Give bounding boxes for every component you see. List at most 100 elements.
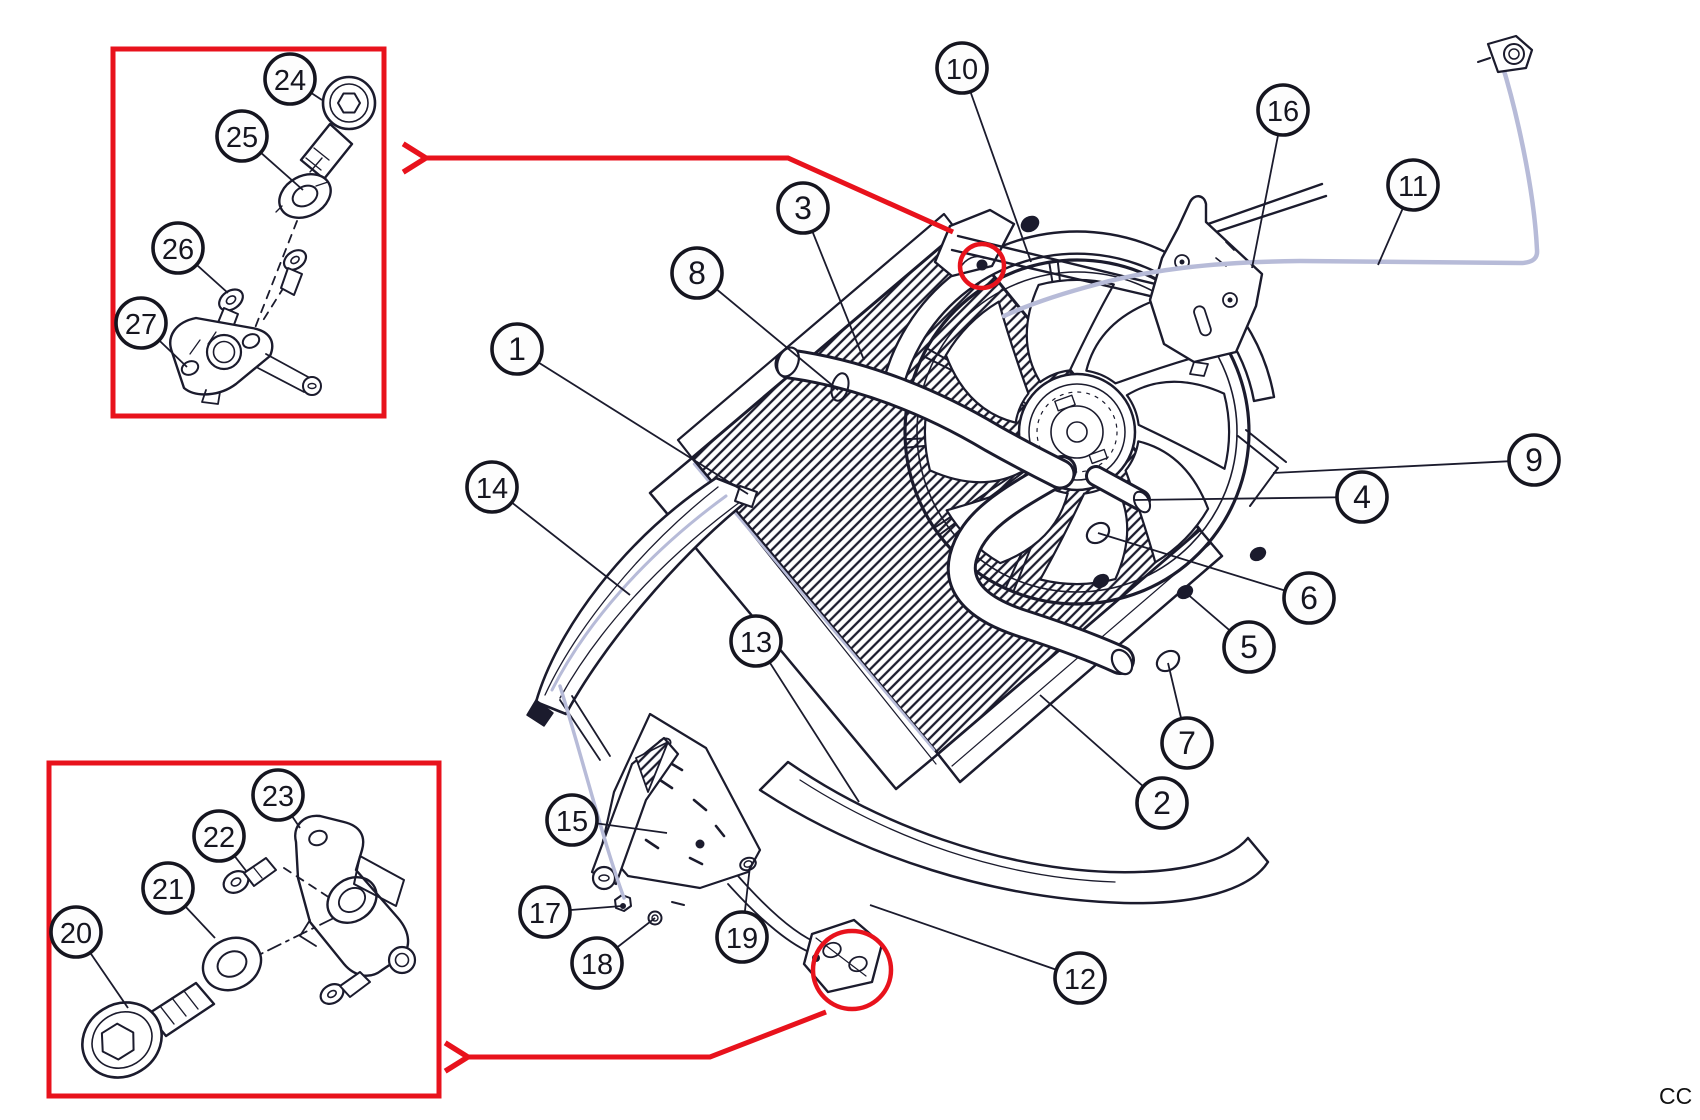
callout-7: 7	[1160, 716, 1214, 770]
foot-bracket	[802, 918, 884, 994]
lower-hose	[946, 455, 1135, 676]
svg-text:7: 7	[1178, 725, 1196, 761]
svg-text:8: 8	[688, 255, 706, 291]
svg-text:9: 9	[1525, 442, 1543, 478]
callout-19: 19	[715, 910, 769, 964]
fan-blade	[1125, 380, 1231, 470]
callout-14: 14	[465, 460, 519, 514]
callout-21: 21	[141, 861, 195, 915]
svg-text:21: 21	[152, 874, 184, 906]
callout-8: 8	[670, 246, 724, 300]
svg-text:14: 14	[476, 473, 508, 505]
small-fasteners	[614, 894, 685, 926]
hose-clamp	[1155, 649, 1181, 673]
wire-harness	[558, 34, 1540, 900]
callout-11: 11	[1386, 158, 1440, 212]
bolt-24	[299, 75, 377, 181]
assembly-axis	[261, 286, 285, 323]
callout-3: 3	[776, 181, 830, 235]
callout-9: 9	[1507, 433, 1561, 487]
inset-detail-top	[169, 75, 377, 405]
callout-1: 1	[490, 322, 544, 376]
bracket-27	[169, 316, 322, 405]
fan-blade	[1039, 480, 1129, 586]
svg-text:13: 13	[740, 627, 772, 659]
bolt-22b	[319, 971, 371, 1005]
svg-text:26: 26	[162, 234, 194, 266]
duct-clip	[526, 699, 554, 727]
callout-24: 24	[263, 52, 317, 106]
washer-21	[201, 936, 263, 992]
svg-text:22: 22	[203, 822, 235, 854]
bolt-26b	[280, 249, 308, 296]
main-assembly-drawing	[526, 34, 1540, 994]
callout-13: 13	[729, 614, 783, 668]
callout-15: 15	[545, 793, 599, 847]
bolt-20	[81, 981, 216, 1079]
svg-text:1: 1	[508, 331, 526, 367]
svg-text:24: 24	[274, 65, 306, 97]
bolt	[1249, 546, 1267, 562]
svg-text:15: 15	[556, 806, 588, 838]
svg-text:27: 27	[125, 309, 157, 341]
bracket-23	[294, 814, 417, 977]
callout-2: 2	[1135, 776, 1189, 830]
callout-20: 20	[49, 905, 103, 959]
bolt	[1092, 573, 1110, 589]
callout-23: 23	[251, 768, 305, 822]
callout-balloons: 1234567891011121314151617181920212223242…	[49, 41, 1561, 1009]
left-duct	[526, 476, 758, 727]
red-annotations	[46, 46, 1007, 1099]
hose-clamp	[1085, 521, 1111, 545]
svg-text:23: 23	[262, 781, 294, 813]
callout-18: 18	[570, 936, 624, 990]
svg-text:10: 10	[946, 54, 978, 86]
svg-text:18: 18	[581, 949, 613, 981]
mount-bolt	[1020, 215, 1040, 233]
inset-box	[46, 760, 442, 1099]
watermark: CC	[1659, 1083, 1692, 1109]
svg-text:12: 12	[1064, 964, 1096, 996]
lower-duct	[727, 760, 1270, 955]
radiator-corner-clip	[734, 485, 758, 508]
callout-22: 22	[192, 809, 246, 863]
inset-detail-bottom	[81, 814, 417, 1079]
assembly-axis	[283, 867, 331, 899]
svg-text:6: 6	[1300, 580, 1318, 616]
highlight-circle	[957, 241, 1007, 291]
svg-text:11: 11	[1398, 171, 1428, 203]
wire-connector	[1477, 34, 1534, 74]
svg-text:20: 20	[60, 918, 92, 950]
callout-12: 12	[1053, 951, 1107, 1005]
callout-25: 25	[215, 109, 269, 163]
callout-26: 26	[151, 221, 205, 275]
bolt-22	[222, 857, 277, 894]
callout-10: 10	[935, 41, 989, 95]
lower-bracket	[559, 695, 762, 891]
inset-pointer-arrow	[443, 1009, 827, 1074]
mount-hole	[976, 259, 988, 271]
upper-bracket	[1148, 195, 1264, 377]
callout-27: 27	[114, 296, 168, 350]
callout-6: 6	[1282, 571, 1336, 625]
radiator-outlet	[1085, 465, 1152, 514]
svg-text:4: 4	[1353, 479, 1371, 515]
upper-hose	[774, 346, 1076, 490]
fan-blade	[944, 300, 1030, 424]
callout-4: 4	[1335, 470, 1389, 524]
callout-5: 5	[1222, 620, 1276, 674]
shroud-right-corner	[1237, 429, 1287, 507]
washer-25	[275, 173, 332, 219]
svg-text:3: 3	[794, 190, 812, 226]
highlight-circle	[810, 928, 894, 1012]
fan-blade	[1124, 440, 1210, 564]
callout-17: 17	[518, 885, 572, 939]
svg-text:17: 17	[529, 898, 561, 930]
svg-text:5: 5	[1240, 629, 1258, 665]
svg-text:19: 19	[726, 923, 758, 955]
callout-16: 16	[1256, 83, 1310, 137]
assembly-axis	[252, 220, 298, 334]
svg-text:25: 25	[226, 122, 258, 154]
